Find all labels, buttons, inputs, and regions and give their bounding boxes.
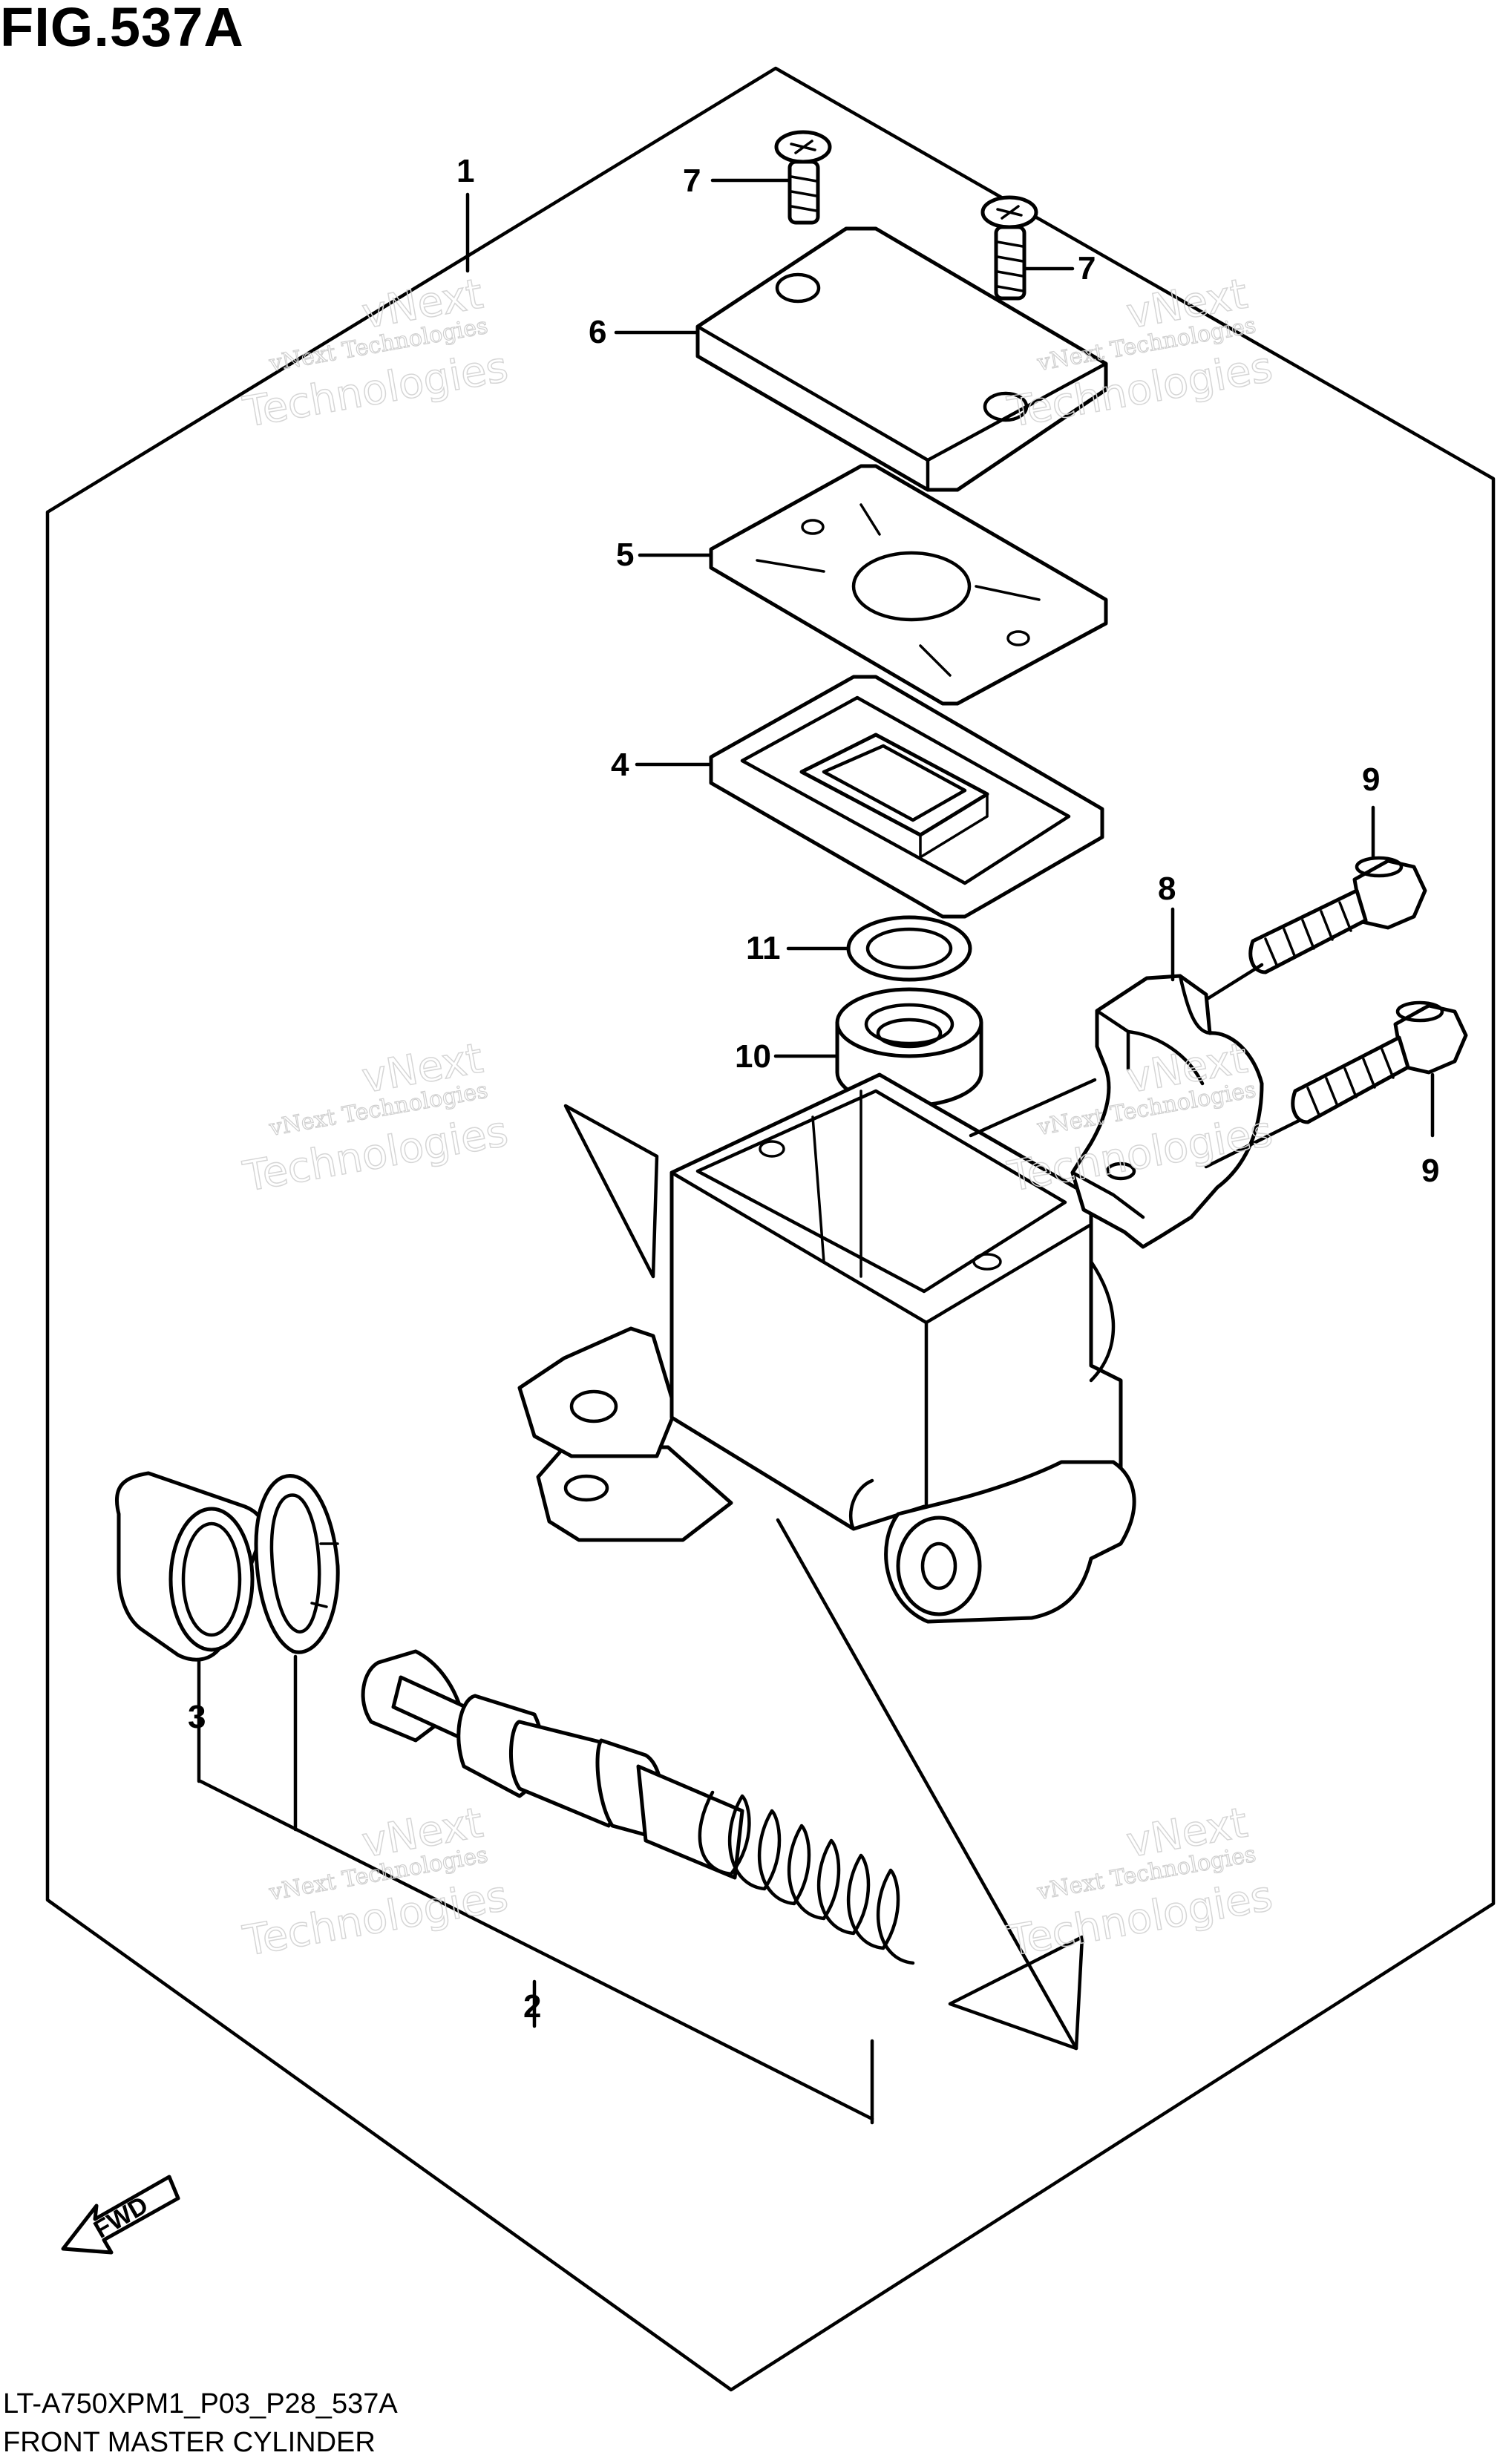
diagram-name: FRONT MASTER CYLINDER — [3, 2427, 376, 2458]
callout-10: 10 — [735, 1038, 771, 1075]
diaphragm-plate — [709, 464, 1108, 706]
callout-1: 1 — [456, 153, 474, 189]
diagram-code: LT-A750XPM1_P03_P28_537A — [3, 2388, 398, 2419]
forward-direction-arrow: FWD — [61, 2175, 180, 2255]
dust-boot — [114, 1471, 266, 1662]
callout-9a: 9 — [1362, 761, 1380, 798]
callout-11: 11 — [746, 930, 781, 966]
diaphragm — [709, 675, 1104, 919]
callout-9b: 9 — [1421, 1153, 1439, 1189]
handlebar-clamp — [1070, 974, 1264, 1249]
screw-7b — [980, 195, 1038, 301]
piston-assembly — [361, 1649, 915, 1965]
callout-6: 6 — [589, 314, 606, 350]
master-cylinder-body — [517, 1072, 1136, 1624]
callout-4: 4 — [611, 747, 629, 783]
bolt-9b — [1291, 1000, 1468, 1124]
callout-2: 2 — [523, 1988, 541, 2025]
callout-3: 3 — [188, 1699, 206, 1735]
callout-8: 8 — [1158, 871, 1176, 907]
callout-7b: 7 — [1078, 250, 1096, 286]
figure-title: FIG.537A — [0, 0, 244, 58]
screw-7a — [774, 130, 832, 225]
callout-labels: 1 7 7 6 5 4 8 9 11 10 9 3 2 — [188, 153, 1439, 2025]
leader-lines — [197, 178, 1435, 2125]
assembly-boundary-box — [45, 66, 1496, 2392]
circlip — [254, 1474, 340, 1654]
callout-5: 5 — [616, 537, 634, 573]
o-ring — [846, 915, 972, 982]
reservoir-cap — [695, 226, 1108, 492]
bolt-9a — [1248, 856, 1427, 974]
watermark-group: vNext Technologies vNext Technologies vN… — [239, 269, 1277, 1967]
fwd-label: FWD — [89, 2191, 153, 2244]
callout-7a: 7 — [683, 163, 701, 199]
